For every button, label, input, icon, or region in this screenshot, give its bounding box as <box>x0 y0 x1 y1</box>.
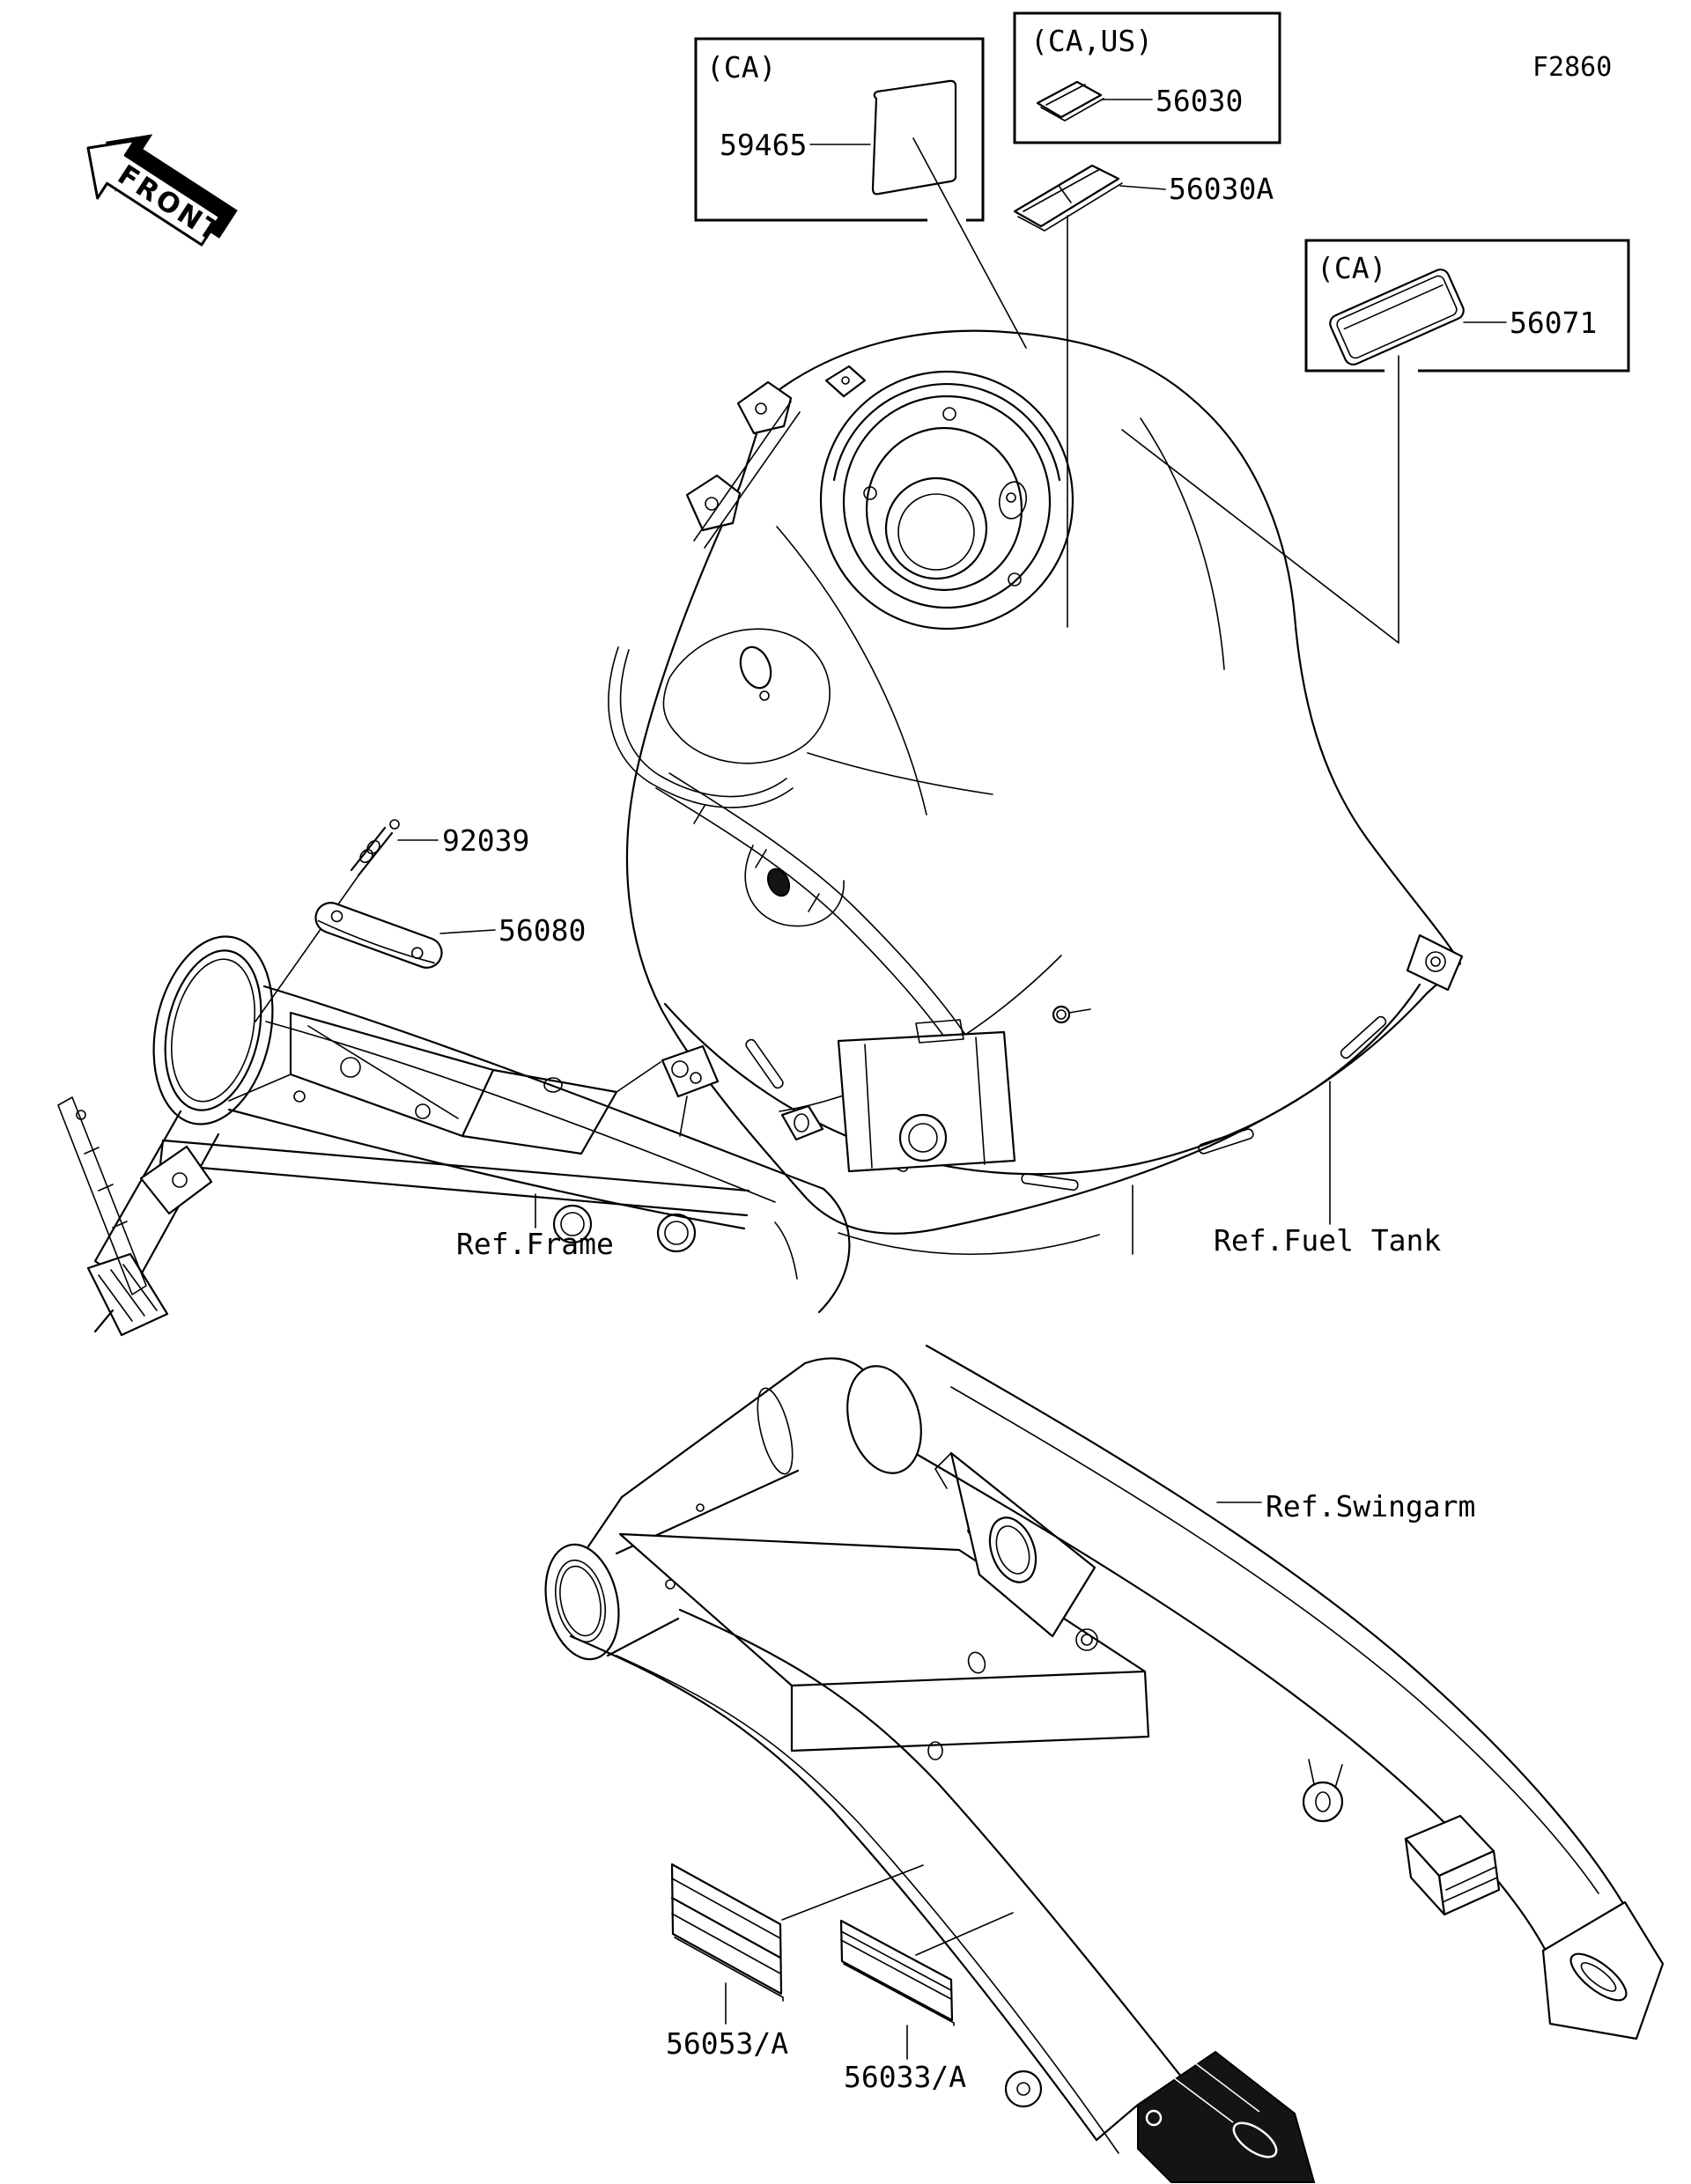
chain-adjuster-block <box>1404 1814 1501 1916</box>
swingarm-drawing <box>544 1344 1665 2183</box>
chain-slider-block <box>1095 2050 1316 2183</box>
fuel-tank-drawing <box>608 329 1464 1256</box>
part-number-56033: 56033/A <box>844 2060 966 2094</box>
fuel-cap-assembly <box>819 370 1074 631</box>
rivet-pin-92039 <box>350 819 400 877</box>
swingarm-warning-labels: 56053/A 56033/A <box>666 1863 1014 2094</box>
frame-head-tube <box>152 935 274 1125</box>
label-56030a <box>1013 164 1123 232</box>
part-number-59465: 59465 <box>720 128 807 162</box>
swingarm-crossmember <box>618 1526 1150 1760</box>
part-number-56030: 56030 <box>1156 84 1243 118</box>
ref-frame-label: Ref.Frame <box>456 1227 614 1261</box>
warning-label-56033 <box>839 1919 955 2026</box>
part-number-92039: 92039 <box>442 823 529 858</box>
part-number-56080: 56080 <box>498 913 586 948</box>
callout-box-ca-59465: (CA) 59465 <box>694 37 1027 349</box>
ref-fuel-tank-label: Ref.Fuel Tank <box>1214 1223 1441 1258</box>
warning-label-56053 <box>670 1863 784 2002</box>
part-number-56053: 56053/A <box>666 2026 788 2061</box>
tank-mount-brackets <box>685 365 867 549</box>
tank-flange <box>663 933 1464 1256</box>
callout-box-ca-us-56030: (CA,US) 56030 56030A <box>1013 11 1281 628</box>
label-sheet-59465 <box>871 79 957 196</box>
region-tag-ca-3: (CA) <box>1317 251 1386 285</box>
frame-drawing <box>57 935 851 1337</box>
part-number-56030a: 56030A <box>1169 172 1274 206</box>
reference-labels: Ref.Frame Ref.Fuel Tank Ref.Swingarm <box>456 1081 1475 1524</box>
region-tag-ca-1: (CA) <box>706 50 776 85</box>
ref-swingarm-label: Ref.Swingarm <box>1266 1489 1475 1524</box>
part-number-56071: 56071 <box>1510 306 1597 340</box>
label-card-56071 <box>1329 269 1465 365</box>
figure-code: F2860 <box>1532 52 1612 83</box>
region-tag-ca-us: (CA,US) <box>1030 24 1153 58</box>
bracket-plate-56080 <box>314 902 443 969</box>
front-arrow: FRONT <box>86 134 238 249</box>
pin-and-plate-callout: 92039 56080 <box>255 819 586 1022</box>
callout-box-ca-56071: (CA) 56071 <box>1121 239 1630 644</box>
tank-front-pocket <box>608 628 987 1084</box>
label-56030 <box>1036 80 1104 122</box>
